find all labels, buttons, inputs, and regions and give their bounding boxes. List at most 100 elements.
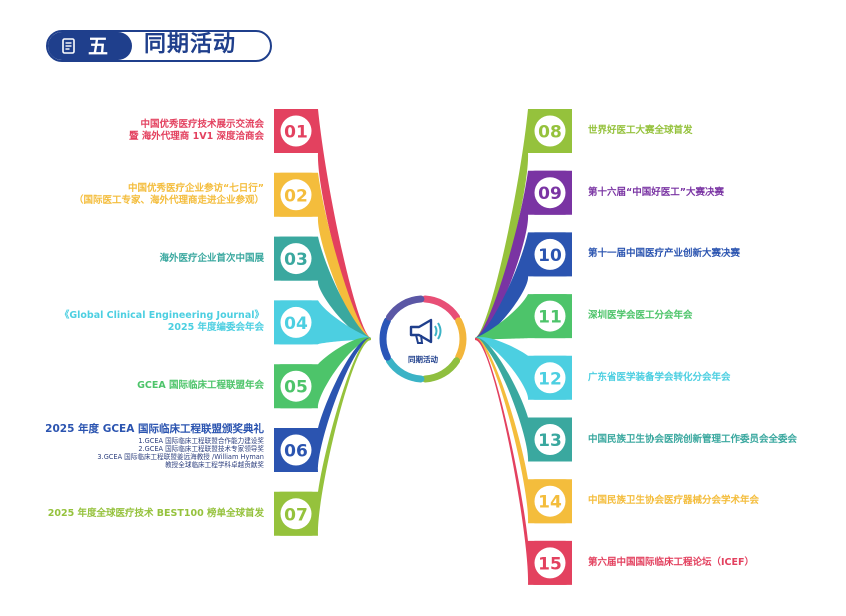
number-label-11: 11 <box>538 308 562 328</box>
label-line: 中国民族卫生协会医疗器械分会学术年会 <box>588 495 760 507</box>
number-label-09: 09 <box>538 184 562 204</box>
right-ribbon-09: 09 <box>475 170 572 340</box>
label-line: 中国优秀医疗技术展示交流会 <box>140 119 264 130</box>
left-label-06: 2025 年度 GCEA 国际临床工程联盟颁奖典礼 1.GCEA 国际临床工程联盟… <box>45 423 264 469</box>
hub-ring-segment <box>385 357 425 383</box>
left-ribbon-01: 01 <box>274 109 371 340</box>
right-ribbon-11: 11 <box>475 294 572 340</box>
megaphone-icon <box>409 318 442 344</box>
section-title: 同期活动 <box>144 32 237 57</box>
number-circle-14 <box>534 485 566 517</box>
right-label-14: 中国民族卫生协会医疗器械分会学术年会 <box>588 495 759 507</box>
ribbon-shape-07 <box>274 337 371 536</box>
number-label-12: 12 <box>538 369 562 389</box>
hub-inner <box>389 305 457 373</box>
right-label-10: 第十一届中国医疗产业创新大赛决赛 <box>588 248 740 260</box>
number-circle-12 <box>534 362 566 394</box>
label-line: GCEA 国际临床工程联盟年会 <box>137 380 264 392</box>
label-line: 中国民族卫生协会医院创新管理工作委员会全委会 <box>588 433 798 445</box>
label-line: 第六届中国国际临床工程论坛（ICEF） <box>588 556 754 568</box>
hub-ring-segment <box>379 317 391 361</box>
number-circle-15 <box>534 547 566 579</box>
number-circle-13 <box>534 424 566 455</box>
ribbon-shape-08 <box>475 109 572 340</box>
number-label-14: 14 <box>538 493 562 513</box>
number-label-13: 13 <box>538 431 562 451</box>
right-ribbon-08: 08 <box>475 109 572 340</box>
number-label-03: 03 <box>284 250 308 270</box>
number-circle-10 <box>534 238 566 270</box>
label-line: 2025 年度 GCEA 国际临床工程联盟颁奖典礼 <box>45 423 264 435</box>
right-ribbon-10: 10 <box>475 232 572 340</box>
number-circle-07 <box>280 498 312 530</box>
section-number: 五 <box>88 34 108 58</box>
left-label-04: 《Global Clinical Engineering Journal》202… <box>60 310 264 334</box>
document-icon <box>62 38 75 54</box>
left-ribbon-07: 07 <box>274 337 371 536</box>
hub-ring-segment <box>385 295 425 321</box>
number-label-15: 15 <box>538 554 562 574</box>
left-ribbon-02: 02 <box>274 172 371 340</box>
label-line: 世界好医工大赛全球首发 <box>588 125 693 136</box>
left-label-03: 海外医疗企业首次中国展 <box>159 253 264 265</box>
ribbon-shape-14 <box>475 337 572 524</box>
label-line: 第十一届中国医疗产业创新大赛决赛 <box>588 248 741 260</box>
right-ribbon-13: 13 <box>475 337 572 462</box>
label-line: 广东省医学装备学会转化分会年会 <box>588 371 731 383</box>
label-line: 2025 年度编委会年会 <box>167 322 264 334</box>
number-label-04: 04 <box>284 314 308 334</box>
right-label-08: 世界好医工大赛全球首发 <box>588 125 693 137</box>
label-line: （国际医工专家、海外代理商走进企业参观） <box>73 194 264 206</box>
sub-list-item: 2.GCEA 国际临床工程联盟技术专家领导奖 <box>138 445 264 453</box>
right-label-11: 深圳医学会医工分会年会 <box>588 310 693 322</box>
number-circle-03 <box>280 243 312 275</box>
ribbon-shape-01 <box>274 109 371 340</box>
hub-ring-segment <box>421 357 461 383</box>
number-circle-11 <box>534 300 566 332</box>
header-pill: 五 <box>48 32 132 60</box>
label-line: 第十六届“中国好医工”大赛决赛 <box>588 186 724 198</box>
number-circle-05 <box>280 370 312 402</box>
number-label-01: 01 <box>284 123 308 143</box>
label-line: 海外医疗企业首次中国展 <box>159 252 264 264</box>
right-label-09: 第十六届“中国好医工”大赛决赛 <box>588 187 724 199</box>
label-line: 中国优秀医疗企业参访“七日行” <box>128 182 264 194</box>
left-ribbon-03: 03 <box>274 236 371 340</box>
right-label-13: 中国民族卫生协会医院创新管理工作委员会全委会 <box>588 434 797 446</box>
right-label-12: 广东省医学装备学会转化分会年会 <box>588 372 731 384</box>
center-label: 同期活动 <box>408 354 438 364</box>
left-label-02: 中国优秀医疗企业参访“七日行”（国际医工专家、海外代理商走进企业参观） <box>74 183 264 207</box>
sub-list-item: 教授全球临床工程学科卓越贡献奖 <box>165 461 264 469</box>
right-label-15: 第六届中国国际临床工程论坛（ICEF） <box>588 557 754 569</box>
sub-list-item: 3.GCEA 国际临床工程联盟姜远海教授 /William Hyman <box>97 453 264 461</box>
number-label-07: 07 <box>284 505 308 525</box>
number-circle-02 <box>280 179 312 211</box>
label-line: 深圳医学会医工分会年会 <box>588 310 693 322</box>
number-circle-01 <box>280 115 312 147</box>
left-ribbon-05: 05 <box>274 337 371 409</box>
number-circle-06 <box>280 434 312 466</box>
right-ribbon-12: 12 <box>475 337 572 400</box>
section-header: 五 同期活动 <box>46 30 272 62</box>
ribbon-shape-15 <box>475 337 572 585</box>
left-label-01: 中国优秀医疗技术展示交流会暨 海外代理商 1V1 深度洽商会 <box>129 119 264 143</box>
number-label-02: 02 <box>284 186 308 206</box>
number-circle-08 <box>534 115 566 147</box>
left-ribbon-04: 04 <box>274 300 371 345</box>
number-label-08: 08 <box>538 123 562 143</box>
sub-list-item: 1.GCEA 国际临床工程联盟合作能力建设奖 <box>138 437 264 445</box>
number-circle-04 <box>280 306 312 338</box>
number-label-05: 05 <box>284 378 308 398</box>
label-line: 2025 年度全球医疗技术 BEST100 榜单全球首发 <box>47 507 264 519</box>
hub-ring-segment <box>421 295 461 321</box>
left-label-07: 2025 年度全球医疗技术 BEST100 榜单全球首发 <box>48 508 264 520</box>
number-label-06: 06 <box>284 442 308 462</box>
label-line: 暨 海外代理商 1V1 深度洽商会 <box>129 131 264 142</box>
number-label-10: 10 <box>538 246 562 266</box>
left-ribbon-06: 06 <box>274 337 371 472</box>
hub-ring-segment <box>455 317 467 361</box>
right-ribbon-14: 14 <box>475 337 572 524</box>
